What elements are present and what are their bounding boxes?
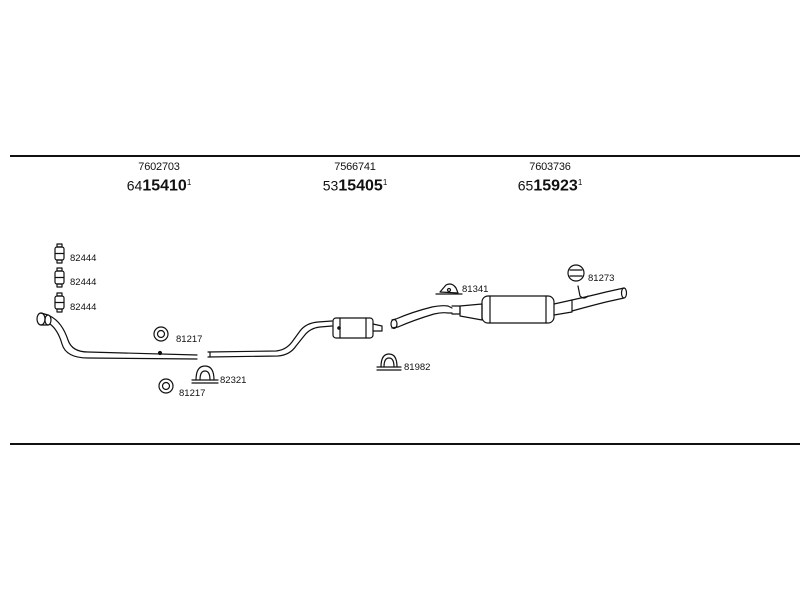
u-clamp-icon xyxy=(376,353,402,371)
reference-main: 15410 xyxy=(142,177,187,195)
reference-suffix: 1 xyxy=(382,178,388,187)
part-group-front-pipe: 7602703 64154101 xyxy=(79,161,239,197)
part-code: 7602703 xyxy=(138,161,180,173)
reference-main: 15405 xyxy=(338,177,383,195)
mount-label: 82444 xyxy=(70,253,96,264)
sealing-ring-icon xyxy=(158,378,174,394)
mount-label: 82444 xyxy=(70,302,96,313)
part-group-rear-silencer: 7603736 65159231 xyxy=(470,161,630,197)
middle-pipe xyxy=(207,320,333,358)
reference-main: 15923 xyxy=(533,177,578,195)
front-pipe xyxy=(36,312,198,360)
rear-silencer xyxy=(459,295,573,324)
mount-label: 82444 xyxy=(70,277,96,288)
hanger-label: 81341 xyxy=(462,284,488,295)
ring-label: 81217 xyxy=(179,388,205,399)
ring-label: 81217 xyxy=(176,334,202,345)
part-reference: 64154101 xyxy=(79,173,239,197)
reference-suffix: 1 xyxy=(577,178,583,187)
middle-silencer xyxy=(332,317,383,339)
hanger-icon xyxy=(435,283,463,295)
part-reference: 65159231 xyxy=(470,173,630,197)
clamp-label: 82321 xyxy=(220,375,246,386)
reference-prefix: 53 xyxy=(322,177,339,194)
reference-prefix: 64 xyxy=(126,177,143,194)
rubber-mount-icon xyxy=(54,267,65,288)
part-group-middle-silencer: 7566741 53154051 xyxy=(275,161,435,197)
part-reference: 53154051 xyxy=(275,173,435,197)
intermediate-pipe xyxy=(390,305,461,330)
tail-pipe xyxy=(571,285,628,312)
hanger-icon xyxy=(567,264,585,282)
top-divider-line xyxy=(10,155,800,157)
bottom-divider-line xyxy=(10,443,800,445)
hanger-label: 81273 xyxy=(588,273,614,284)
reference-suffix: 1 xyxy=(186,178,192,187)
part-code: 7603736 xyxy=(529,161,571,173)
clamp-label: 81982 xyxy=(404,362,430,373)
sealing-ring-icon xyxy=(153,326,169,342)
u-clamp-icon xyxy=(191,365,219,384)
reference-prefix: 65 xyxy=(517,177,534,194)
rubber-mount-icon xyxy=(54,292,65,313)
part-code: 7566741 xyxy=(334,161,376,173)
rubber-mount-icon xyxy=(54,243,65,264)
